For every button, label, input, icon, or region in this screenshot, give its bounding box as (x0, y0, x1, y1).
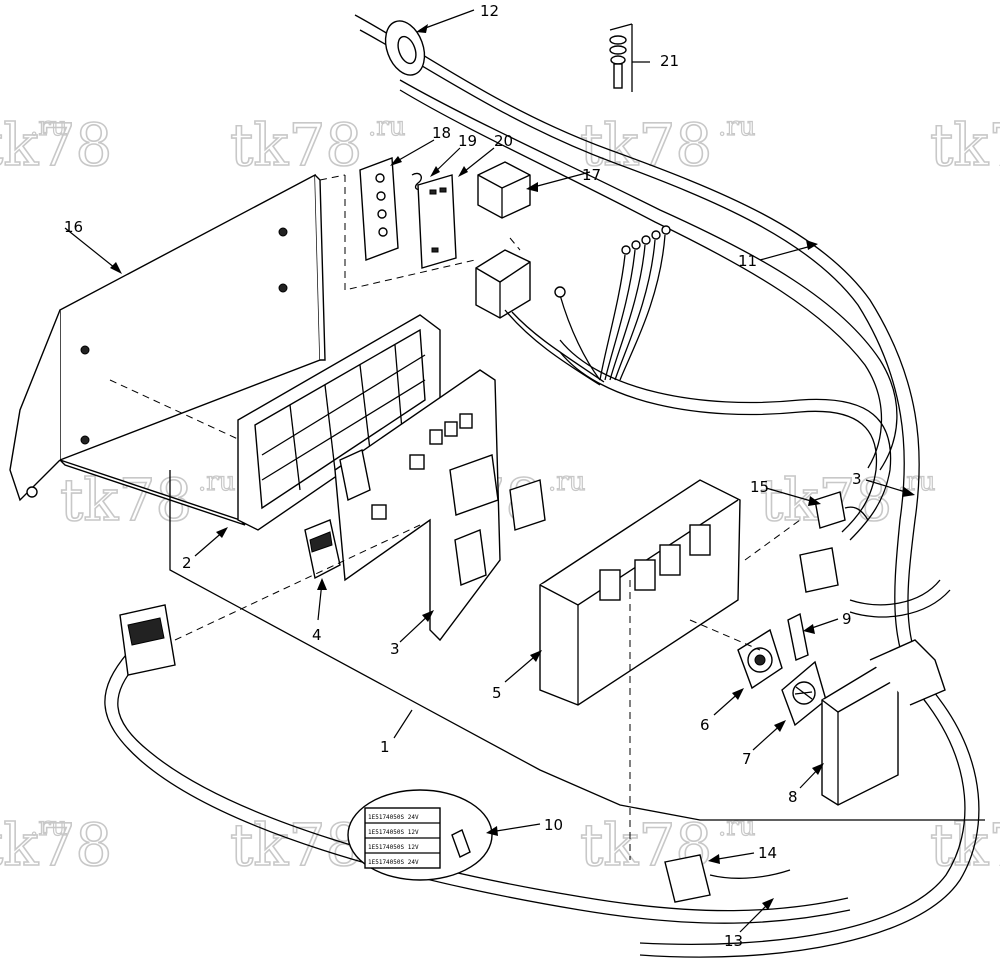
callout-19: 19 (458, 132, 477, 150)
callout-9: 9 (842, 610, 852, 628)
callout-15: 15 (750, 478, 769, 496)
connector-4 (304, 519, 341, 580)
callout-18: 18 (432, 124, 451, 142)
callout-3-right: 3 (852, 470, 862, 488)
module-8 (821, 639, 946, 806)
callout-16: 16 (64, 218, 83, 236)
grommet-12 (384, 20, 426, 76)
svg-text:.ru: .ru (548, 467, 585, 497)
relay-17 (477, 161, 531, 219)
watermark: tk78.ru (579, 110, 756, 180)
callout-1: 1 (380, 738, 390, 756)
svg-text:tk78: tk78 (580, 111, 712, 179)
svg-text:.ru: .ru (368, 112, 405, 142)
callout-14: 14 (758, 844, 777, 862)
svg-text:tk78: tk78 (930, 111, 1000, 179)
terminal-block-18 (359, 157, 399, 261)
svg-text:.ru: .ru (30, 812, 67, 842)
callout-17: 17 (582, 166, 601, 184)
fuse-label-line: 1E5174050S 24V (368, 814, 419, 821)
callout-5: 5 (492, 684, 502, 702)
svg-text:.ru: .ru (718, 812, 755, 842)
watermark: tk78.ru (0, 810, 113, 880)
svg-text:tk78: tk78 (230, 811, 362, 879)
cover-2 (237, 314, 441, 531)
assembly-line (319, 174, 521, 291)
svg-text:tk78: tk78 (0, 811, 112, 879)
fuse-label-line: 1E5174050S 12V (368, 829, 419, 836)
circuit-board-3 (334, 369, 546, 642)
assembly-lines (109, 379, 801, 860)
svg-text:tk78: tk78 (230, 111, 362, 179)
fuse-label-line: 1E5174050S 12V (368, 844, 419, 851)
svg-text:.ru: .ru (30, 112, 67, 142)
connector-15 (814, 491, 869, 529)
plug (799, 547, 839, 593)
callout-10: 10 (544, 816, 563, 834)
svg-text:.ru: .ru (718, 112, 755, 142)
relay-socket (475, 249, 531, 319)
fan-6 (737, 628, 783, 690)
fuse-label-10: 1E5174050S 24V 1E5174050S 12V 1E5174050S… (347, 789, 493, 881)
callout-8: 8 (788, 788, 798, 806)
callout-3: 3 (390, 640, 400, 658)
callout-labels: 12 21 16 18 19 20 17 11 3 15 2 4 3 5 6 7… (64, 2, 862, 950)
callout-4: 4 (312, 626, 322, 644)
watermark: tk78.ru (229, 110, 406, 180)
connector-14 (664, 854, 791, 903)
callout-7: 7 (742, 750, 752, 768)
fastener-stack-21 (609, 23, 633, 92)
callout-13: 13 (724, 932, 743, 950)
harness-1 (104, 604, 851, 924)
harness-1-outline (169, 470, 985, 821)
callout-2: 2 (182, 554, 192, 572)
svg-text:tk78: tk78 (0, 111, 112, 179)
callout-11: 11 (738, 252, 757, 270)
harness-11 (354, 14, 980, 958)
clip-9 (787, 612, 809, 661)
callout-leaders (64, 9, 915, 933)
mounting-panel-16 (9, 173, 326, 526)
callout-20: 20 (494, 132, 513, 150)
watermark: tk78.ru (759, 465, 936, 535)
svg-text:.ru: .ru (198, 467, 235, 497)
ring-terminal-leads (504, 225, 671, 386)
fuse-label-line: 1E5174050S 24V (368, 859, 419, 866)
fan-guard-7 (781, 660, 827, 727)
control-module-5 (539, 479, 741, 706)
watermark: tk78.ru (59, 465, 236, 535)
watermark: tk78.ru (0, 110, 113, 180)
watermark: tk78 (929, 110, 1000, 180)
callout-12: 12 (480, 2, 499, 20)
callout-6: 6 (700, 716, 710, 734)
bracket-20 (417, 174, 457, 269)
callout-21: 21 (660, 52, 679, 70)
